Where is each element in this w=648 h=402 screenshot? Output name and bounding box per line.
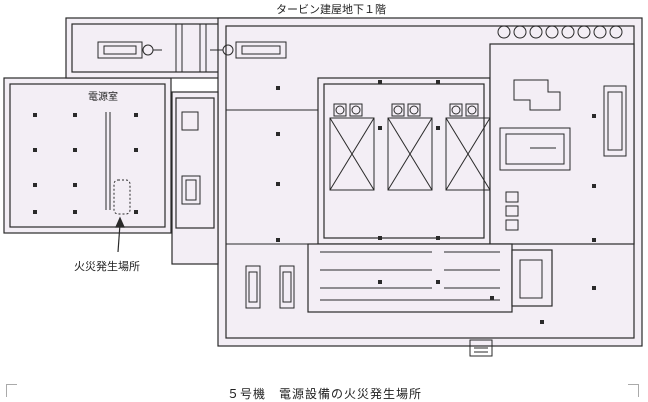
power-room-label: 電源室 — [88, 92, 118, 103]
fire-location-label: 火災発生場所 — [74, 260, 140, 273]
crop-mark-left — [6, 384, 17, 397]
figure-caption: ５号機 電源設備の火災発生場所 — [227, 387, 423, 401]
left-wing-inner — [9, 83, 166, 228]
right-zone-outer — [489, 43, 635, 245]
plan-title: タービン建屋地下１階 — [276, 3, 386, 16]
lower-area — [307, 243, 513, 313]
lower-right-room — [511, 249, 553, 307]
crop-mark-right — [628, 384, 639, 397]
